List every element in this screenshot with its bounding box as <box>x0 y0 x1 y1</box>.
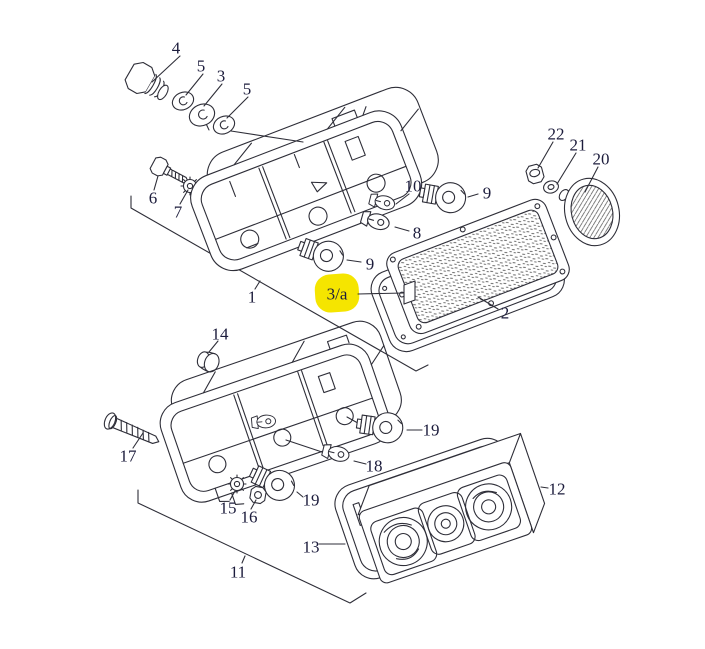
part-1-housing <box>190 86 439 272</box>
part-20-reflector <box>563 177 621 247</box>
part-14-grommet <box>196 351 220 373</box>
part-22-nut <box>525 163 545 185</box>
highlight-3a <box>314 273 360 313</box>
assembly-bracket-bottom <box>137 489 367 604</box>
part-label-1[interactable]: 1 <box>247 287 257 307</box>
part-label-18[interactable]: 18 <box>365 456 383 476</box>
part-label-8[interactable]: 8 <box>412 223 422 243</box>
part-16-nut <box>249 485 267 505</box>
part-label-19a[interactable]: 19 <box>422 420 440 440</box>
part-label-13[interactable]: 13 <box>302 537 320 557</box>
part-21-washer <box>543 180 559 194</box>
part-label-9a[interactable]: 9 <box>482 183 492 203</box>
assembly-bracket-top <box>130 195 429 372</box>
part-17-screw <box>103 412 160 444</box>
part-label-12[interactable]: 12 <box>548 479 566 499</box>
part-5-cap-a <box>171 91 195 111</box>
part-label-21[interactable]: 21 <box>569 135 587 155</box>
gasket-tab <box>403 280 416 305</box>
part-label-16[interactable]: 16 <box>240 507 258 527</box>
part-label-3[interactable]: 3 <box>216 66 226 86</box>
part-label-5b[interactable]: 5 <box>242 79 252 99</box>
part-label-14[interactable]: 14 <box>211 324 229 344</box>
part-label-3a[interactable]: 3/a <box>326 284 348 304</box>
part-12-lens <box>357 432 546 584</box>
part-9-bulb-right <box>416 176 469 216</box>
part-3-cap <box>188 103 216 131</box>
part-4-bolt <box>124 61 169 101</box>
part-label-11[interactable]: 11 <box>229 562 247 582</box>
part-label-7[interactable]: 7 <box>173 202 183 222</box>
part-5-cap-b <box>212 115 236 135</box>
part-2-lens <box>386 198 570 335</box>
part-label-17[interactable]: 17 <box>119 446 137 466</box>
part-11-housing <box>159 320 402 506</box>
part-label-20[interactable]: 20 <box>592 149 610 169</box>
part-label-2[interactable]: 2 <box>500 303 510 323</box>
part-label-4[interactable]: 4 <box>171 38 181 58</box>
part-15-nut <box>227 474 247 494</box>
part-6-screw <box>149 156 189 184</box>
part-label-19b[interactable]: 19 <box>302 490 320 510</box>
leader-lines <box>132 55 599 564</box>
part-label-6[interactable]: 6 <box>148 188 158 208</box>
leader-line-3a <box>357 292 405 295</box>
part-label-10[interactable]: 10 <box>404 176 422 196</box>
part-label-5a[interactable]: 5 <box>196 56 206 76</box>
part-label-9b[interactable]: 9 <box>365 254 375 274</box>
part-label-22[interactable]: 22 <box>547 124 565 144</box>
part-label-15[interactable]: 15 <box>219 498 237 518</box>
